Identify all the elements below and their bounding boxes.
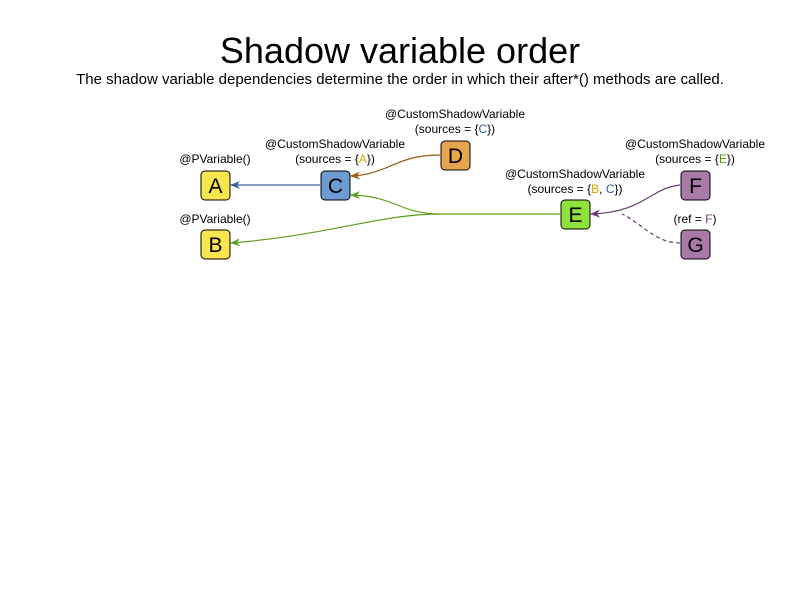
- page-subtitle: The shadow variable dependencies determi…: [76, 71, 724, 88]
- node-f-annotation-line2: (sources = {E}): [655, 152, 735, 166]
- node-e-label: E: [568, 204, 582, 227]
- edge-f-to-e: [590, 184, 681, 218]
- edge-e-to-c: [350, 191, 560, 215]
- node-c[interactable]: C: [320, 170, 351, 201]
- node-b[interactable]: B: [200, 229, 231, 260]
- page-title: Shadow variable order: [219, 30, 581, 71]
- node-f-annotation-line1: @CustomShadowVariable: [625, 137, 765, 151]
- node-d-label: D: [448, 145, 463, 168]
- node-a-annotation: @PVariable(): [179, 152, 250, 166]
- node-a-label: A: [208, 175, 222, 198]
- node-f-label: F: [689, 175, 702, 198]
- node-c-label: C: [328, 175, 343, 198]
- node-g-annotation: (ref = F): [673, 212, 716, 226]
- node-g-label: G: [687, 234, 703, 257]
- node-b-label: B: [208, 234, 222, 257]
- node-b-annotation: @PVariable(): [179, 212, 250, 226]
- node-e-annotation-line2: (sources = {B, C}): [527, 182, 622, 196]
- edge-g-ref-f: [621, 213, 681, 244]
- node-d[interactable]: D: [440, 140, 471, 171]
- node-e[interactable]: E: [560, 199, 591, 230]
- node-a[interactable]: A: [200, 170, 231, 201]
- node-c-annotation-line1: @CustomShadowVariable: [265, 137, 405, 151]
- edge-d-to-c: [350, 154, 441, 180]
- node-e-annotation-line1: @CustomShadowVariable: [505, 167, 645, 181]
- node-d-annotation-line1: @CustomShadowVariable: [385, 107, 525, 121]
- node-f[interactable]: F: [680, 170, 711, 201]
- node-c-annotation-line2: (sources = {A}): [295, 152, 375, 166]
- node-g[interactable]: G: [680, 229, 711, 260]
- node-d-annotation-line2: (sources = {C}): [415, 122, 495, 136]
- edge-e-to-b: [230, 213, 441, 247]
